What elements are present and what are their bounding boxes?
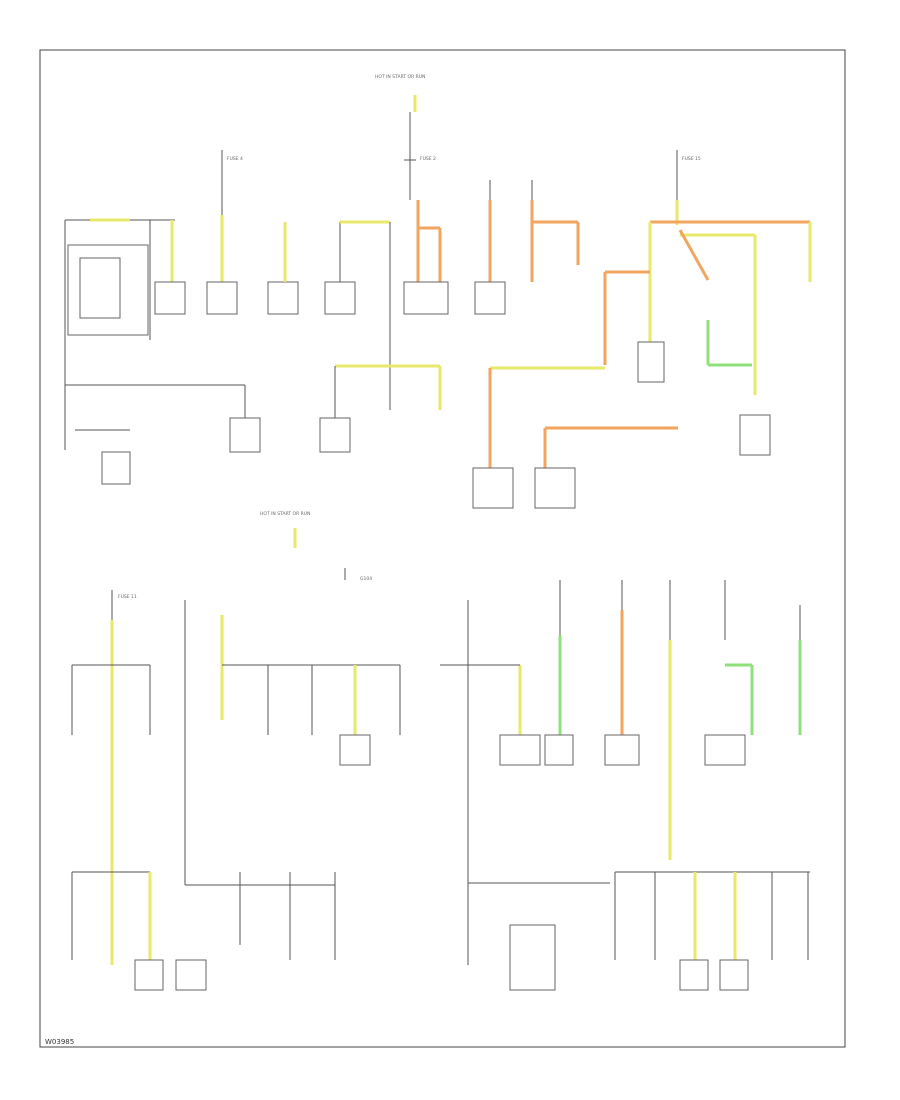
mid-hot-note: HOT IN START OR RUN xyxy=(260,511,310,517)
fuse-11-label: FUSE 11 xyxy=(118,594,137,600)
component-c xyxy=(267,281,299,315)
component-d xyxy=(324,281,356,315)
fuse-15-label: FUSE 15 xyxy=(682,156,701,162)
component-b xyxy=(206,281,238,315)
component-k xyxy=(319,417,351,453)
component-f xyxy=(474,281,506,315)
ground-label: G104 xyxy=(360,576,372,582)
diagram-frame xyxy=(39,49,846,1048)
component-a xyxy=(154,281,186,315)
diagram-reference-code: W03985 xyxy=(45,1038,74,1046)
module-box-1 xyxy=(79,257,121,319)
fuse-4-label: FUSE 4 xyxy=(227,156,243,162)
component-g xyxy=(637,341,665,383)
component-h xyxy=(739,414,771,456)
component-j xyxy=(101,451,131,485)
top-fuse-label: FUSE 2 xyxy=(420,156,436,162)
component-e xyxy=(403,281,449,315)
top-hot-note: HOT IN START OR RUN xyxy=(375,74,425,80)
component-l xyxy=(339,734,371,766)
component-i xyxy=(229,417,261,453)
